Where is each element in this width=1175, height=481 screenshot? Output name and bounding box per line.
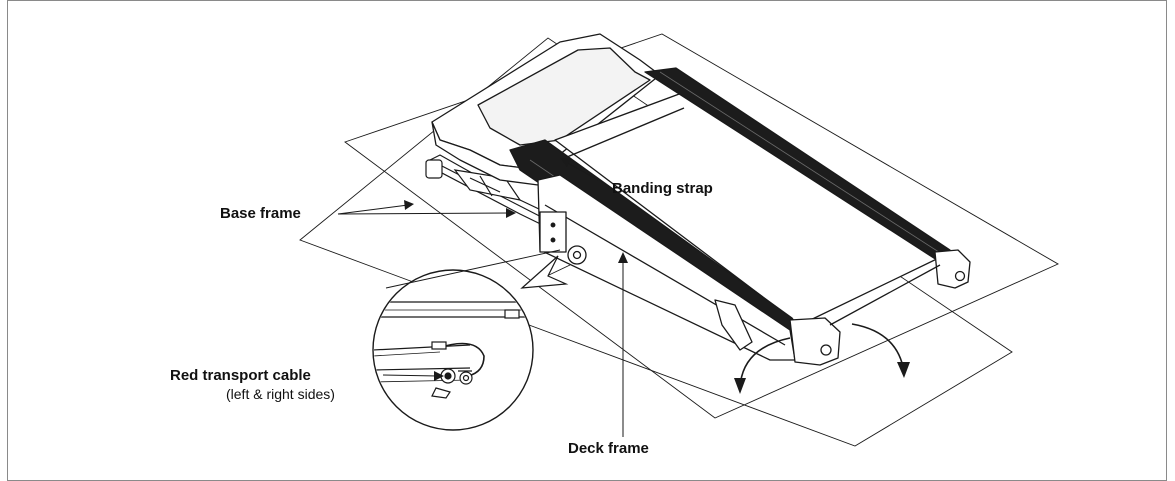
label-deck-frame: Deck frame <box>568 440 649 457</box>
zoom-arrow <box>520 255 569 289</box>
label-red-transport-cable: Red transport cable <box>170 367 311 384</box>
treadmill-body <box>431 33 971 366</box>
deck-leg <box>714 299 753 351</box>
console-cavity <box>477 47 651 146</box>
rotation-arrows <box>734 323 910 394</box>
rotation-arrow-right <box>851 323 905 373</box>
label-banding-strap: Banding strap <box>612 180 713 197</box>
label-sides-note: (left & right sides) <box>226 386 335 402</box>
rear-end-cap <box>789 317 841 366</box>
hinge-bracket <box>539 211 567 253</box>
leader-lines <box>337 158 628 437</box>
banding-strap-line <box>547 107 685 166</box>
right-side-rail <box>644 67 951 263</box>
label-base-frame: Base frame <box>220 205 301 222</box>
magnifier-callout <box>372 249 571 431</box>
right-rear-cap <box>934 249 971 289</box>
